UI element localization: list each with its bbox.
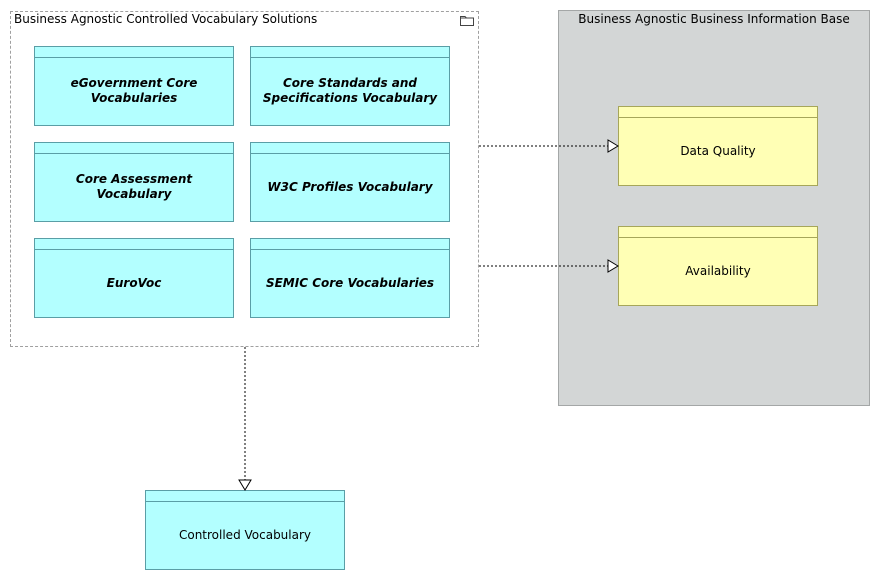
eurovoc-box[interactable]: EuroVoc: [34, 238, 234, 318]
box-label: Controlled Vocabulary: [178, 527, 312, 542]
realization-connector-controlled-vocabulary[interactable]: [238, 347, 252, 491]
base-title: Business Agnostic Business Information B…: [578, 12, 850, 26]
realization-connector-availability[interactable]: [479, 259, 619, 273]
business-information-base-container[interactable]: [558, 10, 870, 406]
box-label: Core Assessment Vocabulary: [75, 172, 193, 201]
box-label: W3C Profiles Vocabulary: [267, 179, 433, 194]
folder-icon: [460, 16, 474, 26]
box-label: Data Quality: [680, 143, 756, 158]
box-label: EuroVoc: [106, 275, 162, 290]
w3c-profiles-vocabulary-box[interactable]: W3C Profiles Vocabulary: [250, 142, 450, 222]
semic-core-vocabularies-box[interactable]: SEMIC Core Vocabularies: [250, 238, 450, 318]
box-label: SEMIC Core Vocabularies: [265, 275, 435, 290]
availability-box[interactable]: Availability: [618, 226, 818, 306]
core-standards-vocabulary-box[interactable]: Core Standards and Specifications Vocabu…: [250, 46, 450, 126]
egovernment-core-vocabularies-box[interactable]: eGovernment Core Vocabularies: [34, 46, 234, 126]
box-label: eGovernment Core Vocabularies: [70, 76, 198, 105]
box-label: Core Standards and Specifications Vocabu…: [262, 76, 438, 105]
box-label: Availability: [685, 263, 751, 278]
group-title: Business Agnostic Controlled Vocabulary …: [14, 12, 318, 26]
realization-connector-data-quality[interactable]: [479, 139, 619, 153]
core-assessment-vocabulary-box[interactable]: Core Assessment Vocabulary: [34, 142, 234, 222]
data-quality-box[interactable]: Data Quality: [618, 106, 818, 186]
